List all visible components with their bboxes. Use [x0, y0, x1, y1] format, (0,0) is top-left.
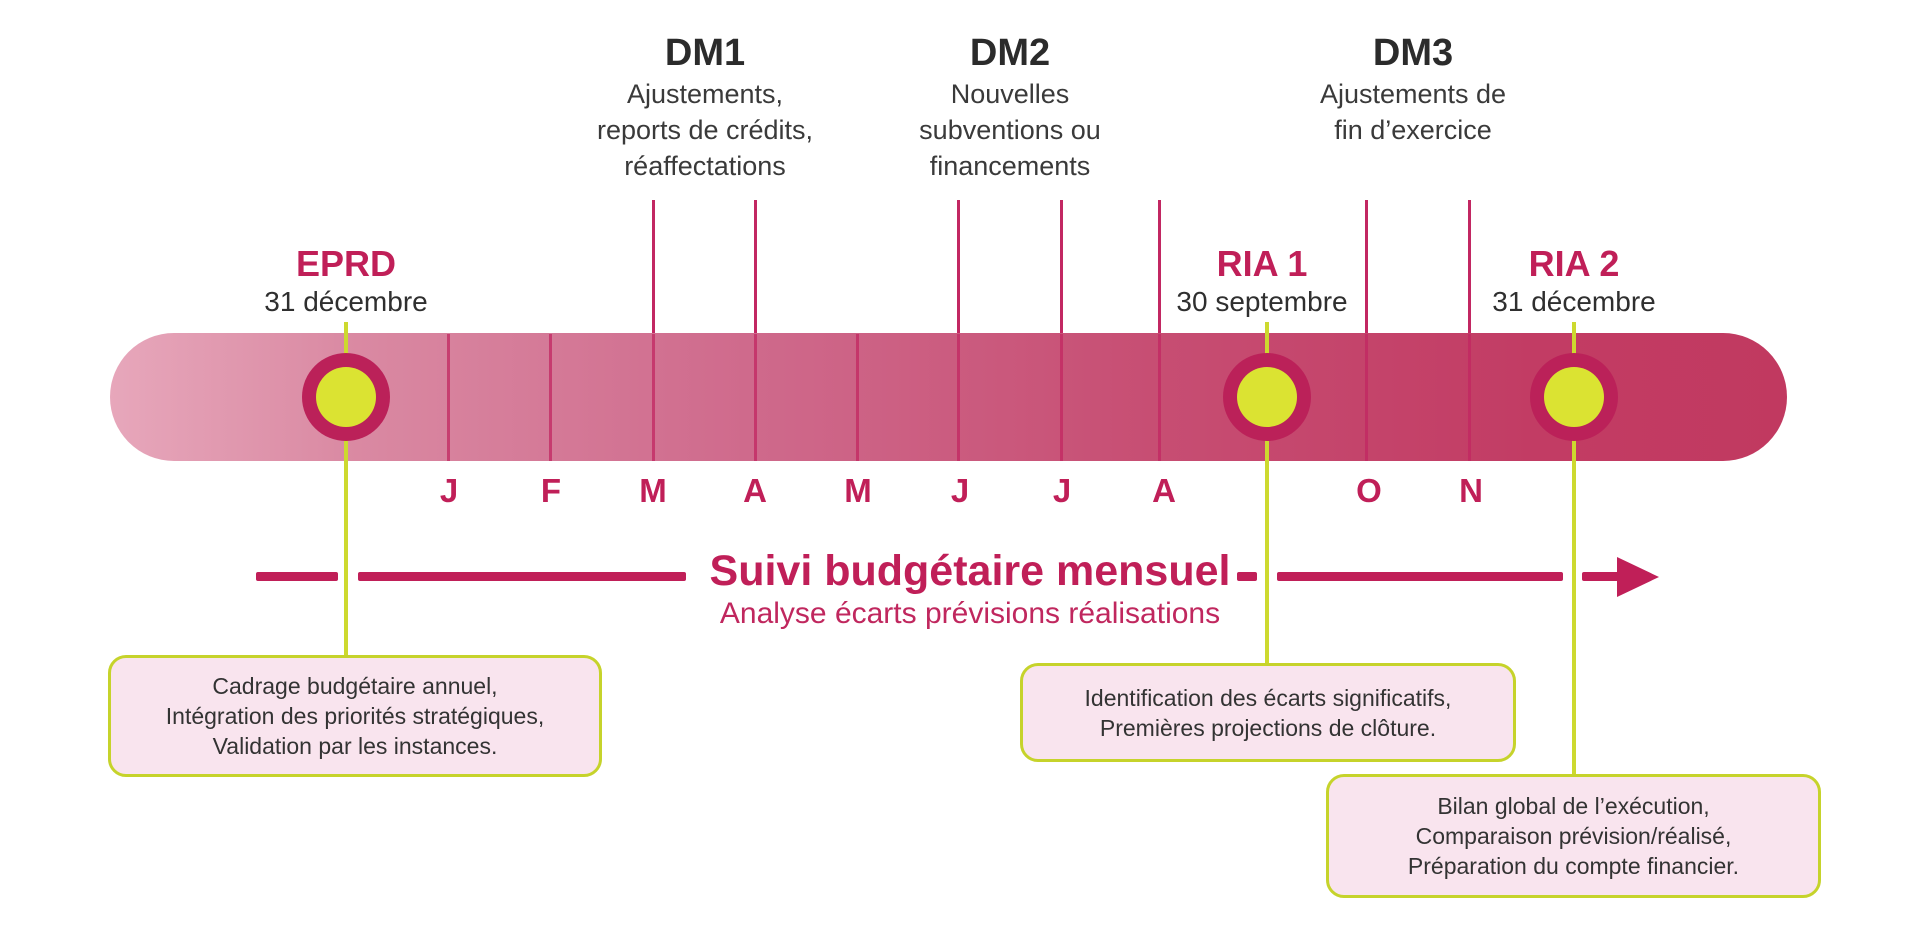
event-description-line: Nouvelles — [950, 79, 1070, 109]
tracking-title: Suivi budgétaire mensuel — [709, 547, 1231, 595]
milestone-name: EPRD — [295, 243, 397, 284]
month-label: J — [439, 472, 459, 509]
arrow-head-icon — [1617, 557, 1659, 597]
ria2-marker — [1530, 353, 1618, 441]
event-label-dm3: DM3 Ajustements de fin d’exercice — [1320, 30, 1506, 148]
ria1-connector-line — [1265, 322, 1269, 663]
event-description-line: financements — [929, 151, 1091, 181]
month-tick — [754, 334, 757, 461]
month-label: M — [844, 472, 872, 509]
ria1-marker — [1223, 353, 1311, 441]
milestone-date: 31 décembre — [1492, 286, 1656, 317]
milestone-date: 30 septembre — [1176, 286, 1348, 317]
arrow-segment — [358, 572, 686, 581]
event-description-line: réaffectations — [624, 151, 786, 181]
month-tick — [447, 334, 450, 461]
eprd-connector-line — [344, 322, 348, 655]
dm1-right-line — [754, 200, 757, 461]
eprd-marker-dot — [316, 367, 376, 427]
callout-line: Premières projections de clôture. — [1099, 714, 1437, 741]
callout-line: Identification des écarts significatifs, — [1084, 684, 1452, 711]
month-label: F — [540, 472, 562, 509]
callout-box-eprd: Cadrage budgétaire annuel, Intégration d… — [108, 655, 602, 777]
monthly-tracking-label: Suivi budgétaire mensuel Analyse écarts … — [705, 546, 1235, 632]
callout-line: Comparaison prévision/réalisé, — [1415, 823, 1732, 849]
arrow-segment — [256, 572, 338, 581]
dm3-left-line — [1365, 200, 1368, 461]
dm3-right-line — [1468, 200, 1471, 461]
month-label: M — [639, 472, 667, 509]
month-label: J — [950, 472, 970, 509]
dm2-left-line — [957, 200, 960, 461]
event-title: DM1 — [664, 32, 746, 74]
event-description-line: Ajustements de — [1319, 79, 1507, 109]
event-description-line: subventions ou — [919, 115, 1101, 145]
arrow-segment — [1237, 572, 1257, 581]
tracking-subtitle: Analyse écarts prévisions réalisations — [719, 597, 1221, 630]
milestone-name: RIA 2 — [1528, 243, 1620, 284]
event-title: DM2 — [969, 32, 1051, 74]
callout-box-ria1: Identification des écarts significatifs,… — [1020, 663, 1516, 762]
event-description-line: Ajustements, — [626, 79, 784, 109]
event-label-dm2: DM2 Nouvelles subventions ou financement… — [919, 30, 1101, 184]
milestone-label-eprd: EPRD 31 décembre — [264, 243, 427, 319]
month-tick — [1468, 334, 1471, 461]
month-tick — [957, 334, 960, 461]
month-label: O — [1356, 472, 1382, 509]
month-label: A — [1152, 472, 1176, 509]
callout-line: Bilan global de l’exécution, — [1437, 793, 1710, 819]
event-label-dm1: DM1 Ajustements, reports de crédits, réa… — [597, 30, 813, 184]
month-tick — [1365, 334, 1368, 461]
arrow-segment — [1582, 572, 1622, 581]
callout-line: Validation par les instances. — [212, 733, 498, 759]
month-tick — [652, 334, 655, 461]
callout-line: Intégration des priorités stratégiques, — [165, 703, 545, 729]
callout-line: Préparation du compte financier. — [1407, 853, 1740, 879]
dm1-left-line — [652, 200, 655, 461]
milestone-label-ria1: RIA 1 30 septembre — [1176, 243, 1347, 319]
event-title: DM3 — [1372, 32, 1454, 74]
event-description-line: fin d’exercice — [1334, 115, 1492, 145]
ria2-marker-dot — [1544, 367, 1604, 427]
ria2-connector-line — [1572, 322, 1576, 774]
month-label: N — [1459, 472, 1483, 509]
callout-line: Cadrage budgétaire annuel, — [212, 673, 498, 699]
month-tick — [856, 334, 859, 461]
milestone-label-ria2: RIA 2 31 décembre — [1492, 243, 1655, 319]
month-tick — [549, 334, 552, 461]
event-description-line: reports de crédits, — [596, 115, 814, 145]
ria1-marker-dot — [1237, 367, 1297, 427]
month-label: A — [743, 472, 767, 509]
milestone-name: RIA 1 — [1216, 243, 1308, 284]
callout-box-ria2: Bilan global de l’exécution, Comparaison… — [1326, 774, 1821, 898]
month-tick — [1060, 334, 1063, 461]
month-label: J — [1052, 472, 1072, 509]
month-tick — [1158, 334, 1161, 461]
dm2-right-line — [1060, 200, 1063, 461]
arrow-segment — [1277, 572, 1563, 581]
milestone-date: 31 décembre — [264, 286, 428, 317]
august-line — [1158, 200, 1161, 461]
eprd-marker — [302, 353, 390, 441]
